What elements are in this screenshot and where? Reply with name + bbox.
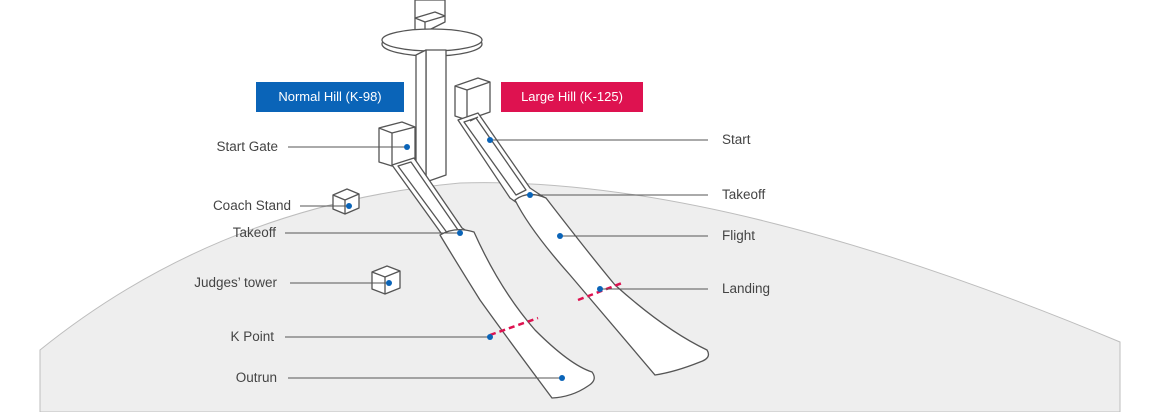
marker-dots xyxy=(346,137,603,381)
label-takeoff-right: Takeoff xyxy=(722,187,766,202)
label-takeoff-left: Takeoff xyxy=(232,225,276,240)
dot-takeoff-right xyxy=(527,192,533,198)
dot-coach-stand xyxy=(346,203,352,209)
dot-takeoff-left xyxy=(457,230,463,236)
judges-tower-box xyxy=(371,265,401,295)
large-hill-badge: Large Hill (K-125) xyxy=(501,82,643,112)
label-start-gate: Start Gate xyxy=(216,139,278,154)
k-point-marker-line xyxy=(489,316,539,337)
normal-hill-badge: Normal Hill (K-98) xyxy=(256,82,404,112)
dot-outrun xyxy=(559,375,565,381)
normal-hill-start-gate-box xyxy=(378,121,416,167)
large-hill-landing-slope xyxy=(514,193,710,376)
label-judges-tower: Judges’ tower xyxy=(194,275,277,290)
tower-top-box xyxy=(414,0,446,33)
normal-hill-landing-slope xyxy=(439,228,595,399)
label-k-point: K Point xyxy=(230,329,274,344)
right-leader-lines xyxy=(490,139,708,290)
tower-column xyxy=(415,49,447,183)
tower-platform-top xyxy=(381,28,483,52)
dot-k-point xyxy=(487,334,493,340)
label-flight: Flight xyxy=(722,228,756,243)
coach-stand-box xyxy=(332,188,360,215)
label-coach-stand: Coach Stand xyxy=(212,198,291,213)
label-landing: Landing xyxy=(722,281,771,296)
label-start: Start xyxy=(722,132,751,147)
left-leader-lines xyxy=(285,146,562,379)
dot-landing xyxy=(597,286,603,292)
large-hill-start-box xyxy=(454,77,491,121)
dot-flight xyxy=(557,233,563,239)
dot-judges-tower xyxy=(386,280,392,286)
label-outrun: Outrun xyxy=(235,370,277,385)
dot-start-gate xyxy=(404,144,410,150)
dot-start xyxy=(487,137,493,143)
